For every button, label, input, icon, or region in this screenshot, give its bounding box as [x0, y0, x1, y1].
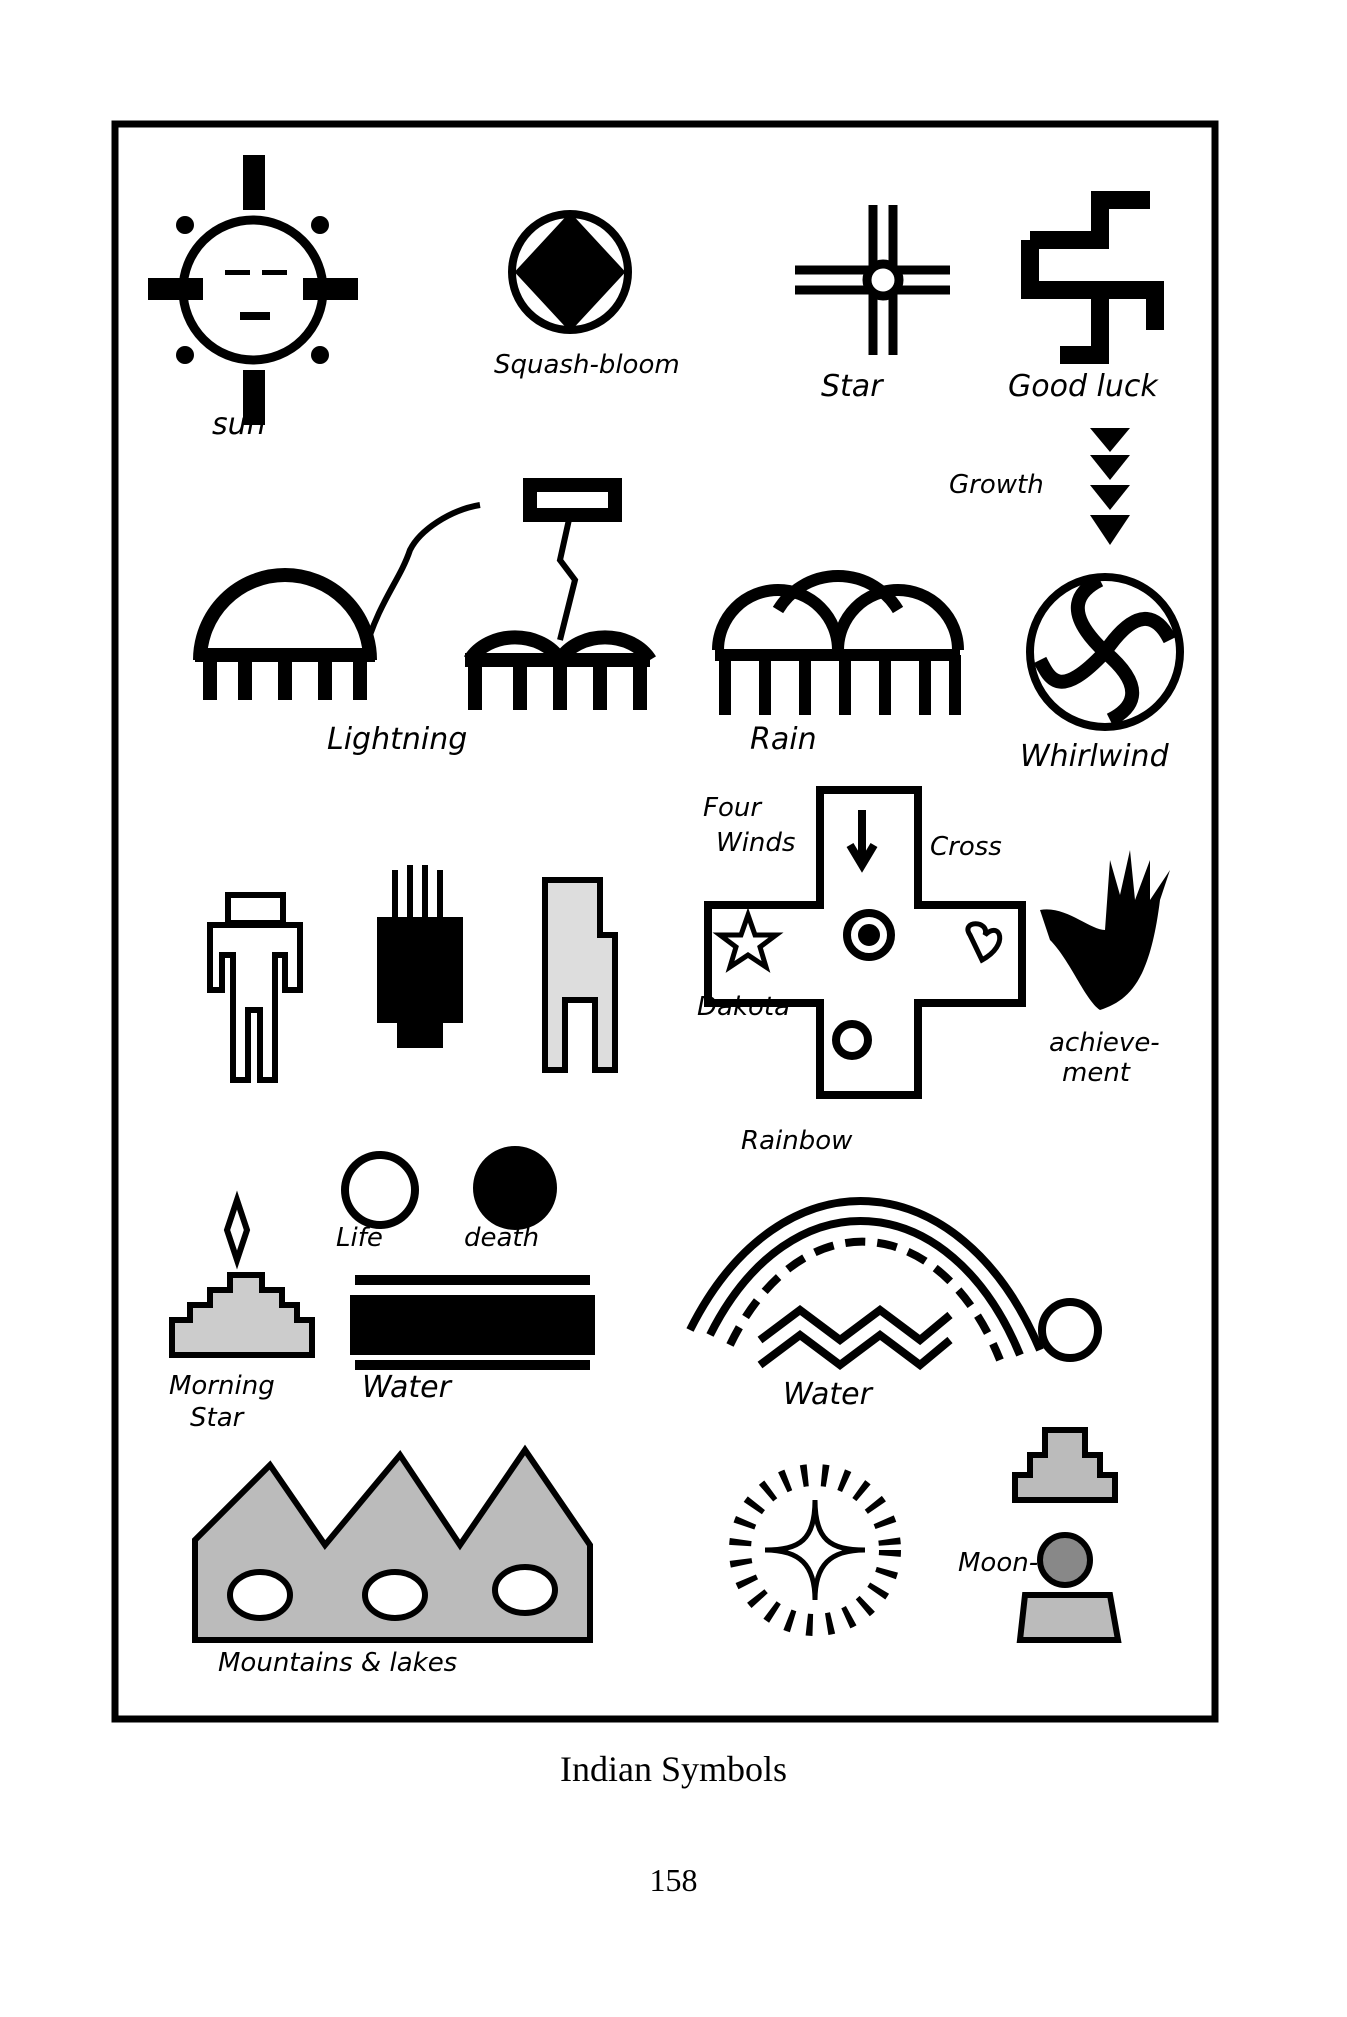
four-winds-cross-symbol	[704, 786, 1026, 1099]
growth-symbol	[1090, 428, 1130, 545]
rainbow-symbol	[686, 1197, 1102, 1362]
label-water-2: Water	[783, 1377, 872, 1412]
label-mountains-lakes: Mountains & lakes	[218, 1648, 458, 1678]
label-whirlwind: Whirlwind	[1020, 739, 1169, 774]
sun-symbol	[148, 155, 358, 425]
label-rainbow: Rainbow	[741, 1126, 853, 1156]
label-achievement-2: ment	[1062, 1058, 1130, 1088]
label-life: Life	[336, 1223, 383, 1253]
label-cross: Cross	[930, 832, 1002, 862]
label-lightning: Lightning	[327, 722, 468, 757]
label-star-2: Star	[190, 1403, 244, 1433]
label-star: Star	[821, 369, 883, 404]
label-sun: sun	[212, 407, 266, 442]
rain-symbol	[712, 570, 964, 715]
label-death: death	[464, 1223, 540, 1253]
label-water-1: Water	[362, 1370, 451, 1405]
human-figures	[207, 865, 618, 1083]
figure-caption: Indian Symbols	[559, 1749, 787, 1789]
morning-star-symbol	[169, 1190, 315, 1358]
label-rain: Rain	[750, 722, 817, 757]
label-morning: Morning	[169, 1371, 275, 1401]
water-blocks-symbol	[350, 1275, 595, 1370]
water-zigzag-symbol	[757, 1305, 953, 1371]
frame-border	[111, 120, 1219, 1723]
label-moon: Moon-	[958, 1548, 1039, 1578]
moon-symbol	[1012, 1427, 1122, 1643]
label-achievement-1: achieve-	[1049, 1028, 1160, 1058]
whirlwind-symbol	[1026, 573, 1184, 731]
good-luck-symbol	[1021, 191, 1164, 364]
label-winds: Winds	[716, 828, 796, 858]
label-dakota: Dakota	[697, 992, 791, 1022]
achievement-hand-symbol	[1040, 850, 1170, 1010]
mountains-lakes-symbol	[192, 1444, 593, 1643]
label-growth: Growth	[949, 470, 1044, 500]
ring-symbol	[729, 1464, 901, 1636]
label-good-luck: Good luck	[1008, 369, 1158, 404]
label-four: Four	[703, 793, 762, 823]
label-squash-bloom: Squash-bloom	[494, 350, 680, 380]
lightning-symbol	[193, 478, 656, 710]
star-symbol	[795, 205, 950, 355]
page-number: 158	[649, 1862, 698, 1898]
life-death-symbols	[341, 1146, 557, 1230]
squash-bloom-symbol	[508, 210, 632, 334]
